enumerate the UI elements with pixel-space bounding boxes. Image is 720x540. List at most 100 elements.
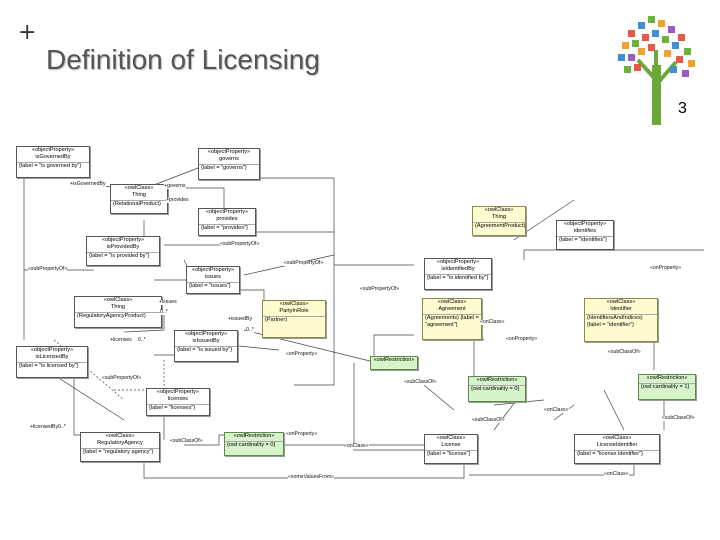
thing-agreement-product-class: «owlClass» Thing (AgreementProduct) xyxy=(472,206,526,236)
stereotype-label: «owlClass» xyxy=(103,297,133,303)
box-name: isIdentifiedBy xyxy=(441,265,475,272)
box-name: issues xyxy=(205,273,221,280)
licensing-uml-diagram: «objectProperty» isGovernedBy {label = "… xyxy=(14,140,704,495)
box-name: identifies xyxy=(573,227,597,234)
connector-label: «subClassOf» xyxy=(608,349,641,356)
box-name: licenses xyxy=(167,395,189,402)
provides-property: «objectProperty» provides {label = "prov… xyxy=(198,208,256,236)
restriction-middle: «owlRestriction» {owl:cardinality = 0} xyxy=(224,432,284,456)
connector-label: 0..* xyxy=(160,309,168,316)
box-body: {label = "is identified by"} xyxy=(425,273,491,282)
stereotype-label: «owlRestriction» xyxy=(646,375,688,381)
page-number: 3 xyxy=(678,100,687,117)
license-identifier-class: «owlClass» LicenseIdentifier {label = "l… xyxy=(574,434,660,464)
connector-label: +governs xyxy=(164,183,186,190)
stereotype-label: «owlClass» xyxy=(436,435,466,441)
stereotype-label: «owlClass» xyxy=(484,207,514,213)
box-name: RegulatoryAgency xyxy=(97,439,143,446)
connector-label: +isGovernedBy xyxy=(70,181,106,188)
box-body: (RelationalProduct) xyxy=(111,199,167,208)
box-body: {label = "issues"} xyxy=(187,281,239,290)
stereotype-label: «owlClass» xyxy=(606,299,636,305)
stereotype-label: «objectProperty» xyxy=(101,237,145,243)
box-body: (RegulatoryAgencyProduct) xyxy=(75,311,161,320)
tree-logo xyxy=(618,16,695,125)
issues-property: «objectProperty» issues {label = "issues… xyxy=(186,266,240,294)
restriction-green-top: «owlRestriction» xyxy=(370,356,418,370)
connector-label: «subPropertyOf» xyxy=(360,286,400,293)
box-name: Agreement xyxy=(438,305,466,312)
connector-label: «someValuesFrom» xyxy=(288,474,335,481)
connector-label: +issuedBy xyxy=(228,316,253,323)
stereotype-label: «objectProperty» xyxy=(191,267,235,273)
box-name: governs xyxy=(219,155,239,162)
identifier-class: «owlClass» Identifier (IdentifiersAndInd… xyxy=(584,298,658,342)
box-body: (Agreements) {label = "agreement"} xyxy=(423,313,481,329)
connector-label: 0..* xyxy=(58,424,66,431)
stereotype-label: «owlClass» xyxy=(602,435,632,441)
connector-label: 0..* xyxy=(246,327,254,334)
connector-label: +licenses xyxy=(110,337,132,344)
box-body: {label = "is licensed by"} xyxy=(17,361,87,370)
box-body: {owl:cardinality = 1} xyxy=(639,382,695,391)
stereotype-label: «objectProperty» xyxy=(205,209,249,215)
stereotype-label: «objectProperty» xyxy=(31,147,75,153)
connector-label: «onProperty» xyxy=(286,351,318,358)
connector-label: «subPropertyOf» xyxy=(28,266,68,273)
stereotype-label: «owlClass» xyxy=(437,299,467,305)
agreement-class: «owlClass» Agreement (Agreements) {label… xyxy=(422,298,482,340)
box-body: {owl:cardinality = 0} xyxy=(225,440,283,449)
restriction-cardinality-1: «owlRestriction» {owl:cardinality = 1} xyxy=(638,374,696,400)
isProvidedBy-property: «objectProperty» isProvidedBy {label = "… xyxy=(86,236,160,266)
box-name: Identifier xyxy=(610,305,632,312)
connector-label: 0..* xyxy=(138,337,146,344)
stereotype-label: «objectProperty» xyxy=(563,221,607,227)
stereotype-label: «objectProperty» xyxy=(436,259,480,265)
box-body: {label = "governs"} xyxy=(199,163,259,172)
box-name: isGovernedBy xyxy=(35,153,71,160)
identifies-property: «objectProperty» identifies {label = "id… xyxy=(556,220,614,250)
thing-relational-product-class: «owlClass» Thing (RelationalProduct) xyxy=(110,184,168,214)
stereotype-label: «owlClass» xyxy=(105,433,135,439)
box-body: {label = "license identifier"} xyxy=(575,449,659,458)
box-name: Thing xyxy=(132,191,146,198)
slide-title: Definition of Licensing xyxy=(46,44,320,75)
connector-label: «subClassOf» xyxy=(170,438,203,445)
connector-label: «onClass» xyxy=(344,443,369,450)
connector-label: «subClassOf» xyxy=(662,415,695,422)
connector-label: +provides xyxy=(166,197,189,204)
connector-label: «subPropertyOf» xyxy=(220,241,260,248)
party-in-role-class: «owlClass» PartyInRole (Partner) xyxy=(262,300,326,338)
box-name: PartyInRole xyxy=(279,307,309,314)
stereotype-label: «objectProperty» xyxy=(184,331,228,337)
bullet-plus: + xyxy=(18,20,37,45)
box-body: {label = "is governed by"} xyxy=(17,161,89,170)
license-class: «owlClass» License {label = "license"} xyxy=(424,434,478,464)
restriction-cardinality-0: «owlRestriction» {owl:cardinality = 0} xyxy=(468,376,526,402)
box-body: {label = "identifies"} xyxy=(557,235,613,244)
box-body: {label = "provides"} xyxy=(199,223,255,232)
isIdentifiedBy-property: «objectProperty» isIdentifiedBy {label =… xyxy=(424,258,492,290)
box-name: Thing xyxy=(492,213,506,220)
regulatory-agency-class: «owlClass» RegulatoryAgency {label = "re… xyxy=(80,432,160,462)
stereotype-label: «owlClass» xyxy=(279,301,309,307)
box-body: {label = "licenses"} xyxy=(147,403,209,412)
stereotype-label: «objectProperty» xyxy=(30,347,74,353)
stereotype-label: «objectProperty» xyxy=(156,389,200,395)
connector-label: «onClass» xyxy=(604,471,629,478)
stereotype-label: «owlRestriction» xyxy=(233,433,275,439)
connector-label: «subPropertyOf» xyxy=(284,260,324,267)
box-name: Thing xyxy=(111,303,125,310)
connector-label: «subClassOf» xyxy=(472,417,505,424)
box-body: {label = "license"} xyxy=(425,449,477,458)
connector-label: «subClassOf» xyxy=(404,379,437,386)
box-body: (IdentifiersAndIndices) {label = "identi… xyxy=(585,313,657,329)
connector-label: «onProperty» xyxy=(286,431,318,438)
stereotype-label: «owlRestriction» xyxy=(476,377,518,383)
stereotype-label: «owlClass» xyxy=(124,185,154,191)
isGovernedBy-property: «objectProperty» isGovernedBy {label = "… xyxy=(16,146,90,178)
connector-label: «onProperty» xyxy=(506,336,538,343)
isLicensedBy-property: «objectProperty» isLicensedBy {label = "… xyxy=(16,346,88,378)
box-body: {label = "is provided by"} xyxy=(87,251,159,260)
connector-label: +licensedBy xyxy=(30,424,59,431)
